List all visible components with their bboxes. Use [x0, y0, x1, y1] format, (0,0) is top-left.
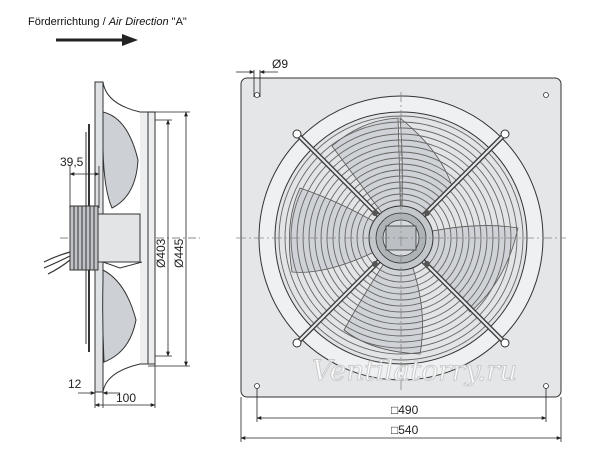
dim-flange-12: 12	[68, 377, 82, 391]
front-dimensions	[236, 70, 562, 442]
dim-hole-spacing: □490	[391, 403, 419, 417]
dim-ring-inner: Ø403	[154, 238, 168, 268]
dim-ring-outer: Ø445	[172, 238, 186, 268]
dim-depth-100: 100	[116, 391, 136, 405]
center-lines	[236, 92, 566, 392]
dim-39-5: 39,5	[60, 155, 84, 169]
air-direction-arrow	[56, 34, 138, 46]
dim-plate-size: □540	[391, 423, 419, 437]
dim-hole-9: Ø9	[272, 57, 288, 71]
air-direction-label: Förderrichtung / Air Direction "A"	[28, 16, 187, 28]
side-dimensions	[69, 111, 190, 408]
watermark: Ventilatorry.ru	[312, 354, 517, 387]
side-view	[43, 81, 200, 393]
